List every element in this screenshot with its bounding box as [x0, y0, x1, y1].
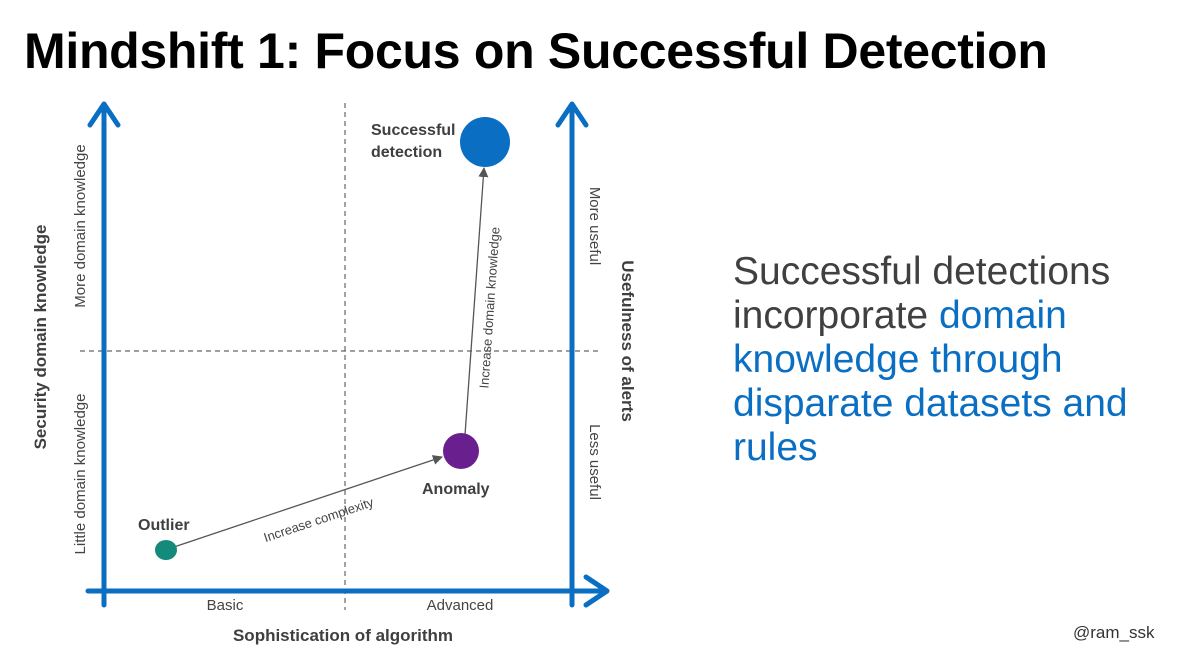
slide-title: Mindshift 1: Focus on Successful Detecti… — [24, 23, 1048, 79]
key-statement: Successful detections incorporate domain… — [733, 250, 1163, 470]
x-label-advanced: Advanced — [427, 597, 494, 614]
y-right-high-label: More useful — [586, 187, 603, 265]
author-credit: @ram_ssk — [1073, 623, 1155, 642]
successful-detection-label-line2: detection — [371, 144, 442, 161]
y-left-title: Security domain knowledge — [31, 225, 50, 450]
y-left-low-label: Little domain knowledge — [72, 394, 89, 555]
anomaly-label: Anomaly — [422, 481, 490, 498]
anomaly-dot — [443, 433, 479, 469]
x-axis-title: Sophistication of algorithm — [233, 626, 453, 645]
complexity-arrow-label: Increase complexity — [262, 494, 376, 545]
outlier-label: Outlier — [138, 517, 190, 534]
y-right-low-label: Less useful — [586, 424, 603, 500]
domain-arrow-label: Increase domain knowledge — [476, 226, 502, 389]
successful-detection-dot — [460, 117, 510, 167]
y-left-high-label: More domain knowledge — [72, 144, 89, 307]
right-y-axis — [555, 101, 589, 608]
successful-detection-label-line1: Successful — [371, 122, 455, 139]
outlier-dot — [155, 540, 177, 560]
complexity-arrow — [167, 455, 443, 550]
y-right-title: Usefulness of alerts — [618, 260, 637, 422]
domain-arrow — [464, 167, 489, 436]
statement-lead: Successful detections incorporate — [733, 250, 1111, 337]
x-axis — [85, 574, 610, 608]
statement-highlight: domain knowledge through disparate datas… — [733, 294, 1128, 469]
x-label-basic: Basic — [207, 597, 244, 614]
left-y-axis — [87, 101, 121, 608]
